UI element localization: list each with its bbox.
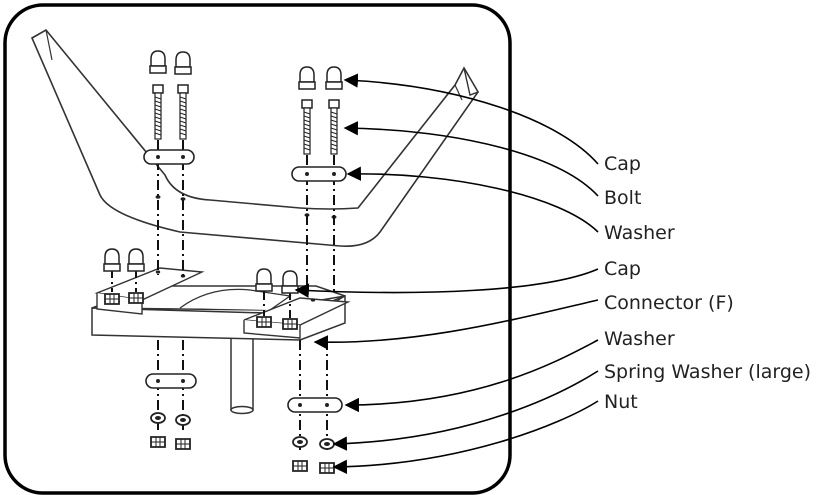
seat-frame	[30, 28, 479, 248]
flat-washer-bottom-right	[287, 397, 343, 413]
label-bolt: Bolt	[604, 187, 642, 209]
label-washer-lower: Washer	[604, 328, 675, 350]
flat-washer-top-left	[143, 149, 195, 165]
leader-lines	[294, 73, 599, 474]
flat-washer-top-right	[291, 166, 347, 182]
label-cap-top: Cap	[604, 153, 641, 175]
flat-washer-bottom-left	[145, 373, 197, 389]
diagram-frame	[3, 3, 512, 495]
connector-post	[230, 329, 254, 411]
label-spring-washer: Spring Washer (large)	[604, 361, 812, 383]
label-connector: Connector (F)	[604, 292, 734, 314]
label-cap-lower: Cap	[604, 258, 641, 280]
label-nut: Nut	[604, 391, 638, 413]
label-washer-top: Washer	[604, 222, 675, 244]
